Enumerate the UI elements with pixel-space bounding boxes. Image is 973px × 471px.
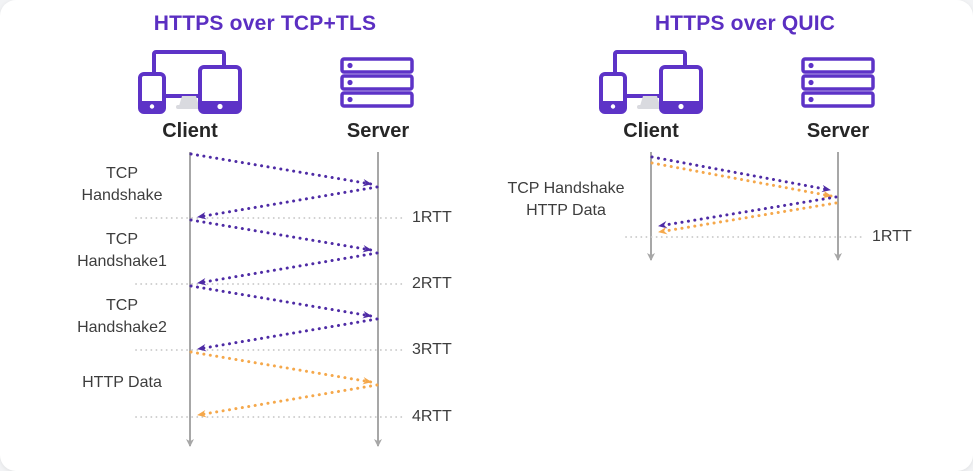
rtt-label: 1RTT [412, 209, 452, 226]
step-label-line: TCP [106, 165, 138, 182]
step-label: TCP Handshake [38, 163, 206, 207]
server-stack-icon [801, 57, 875, 108]
step-label-line: TCP Handshake [507, 180, 625, 197]
step-label-line: TCP [106, 231, 138, 248]
step-label-line: Handshake [81, 187, 163, 204]
server-stack-icon [340, 57, 414, 108]
message-arrow [650, 161, 833, 199]
left-rtt-leaders [135, 217, 407, 418]
step-label: TCP Handshake2 [38, 295, 206, 339]
message-arrow [196, 383, 379, 418]
left-client-label: Client [162, 120, 218, 142]
step-label-line: HTTP Data [526, 202, 606, 219]
left-lifelines [186, 152, 382, 447]
message-arrow [650, 155, 832, 193]
message-arrow [196, 251, 379, 286]
panel-title-tcp-tls: HTTPS over TCP+TLS [153, 12, 377, 35]
step-label-line: Handshake2 [77, 319, 167, 336]
right-client-label: Client [623, 120, 679, 142]
message-arrow [657, 201, 838, 235]
right-message-arrows [650, 155, 838, 235]
right-lifelines [647, 152, 842, 261]
message-arrow [189, 218, 373, 253]
right-server-label: Server [806, 120, 870, 142]
rtt-label: 1RTT [872, 228, 912, 245]
rtt-label: 2RTT [412, 275, 452, 292]
client-devices-icon [138, 50, 242, 114]
message-arrow [657, 195, 838, 229]
rtt-label: 3RTT [412, 341, 452, 358]
left-server-label: Server [346, 120, 410, 142]
left-message-arrows [189, 152, 379, 418]
message-arrow [189, 284, 373, 319]
panel-title-quic: HTTPS over QUIC [654, 12, 836, 35]
step-label: HTTP Data [38, 372, 206, 394]
step-label: TCP Handshake HTTP Data [474, 178, 658, 222]
message-arrow [189, 152, 373, 187]
step-label-line: TCP [106, 297, 138, 314]
message-arrow [196, 317, 379, 352]
step-label: TCP Handshake1 [38, 229, 206, 273]
step-label-line: Handshake1 [77, 253, 167, 270]
step-label-line: HTTP Data [82, 374, 162, 391]
message-arrow [189, 350, 373, 385]
client-devices-icon [599, 50, 703, 114]
message-arrow [196, 185, 379, 220]
rtt-label: 4RTT [412, 408, 452, 425]
